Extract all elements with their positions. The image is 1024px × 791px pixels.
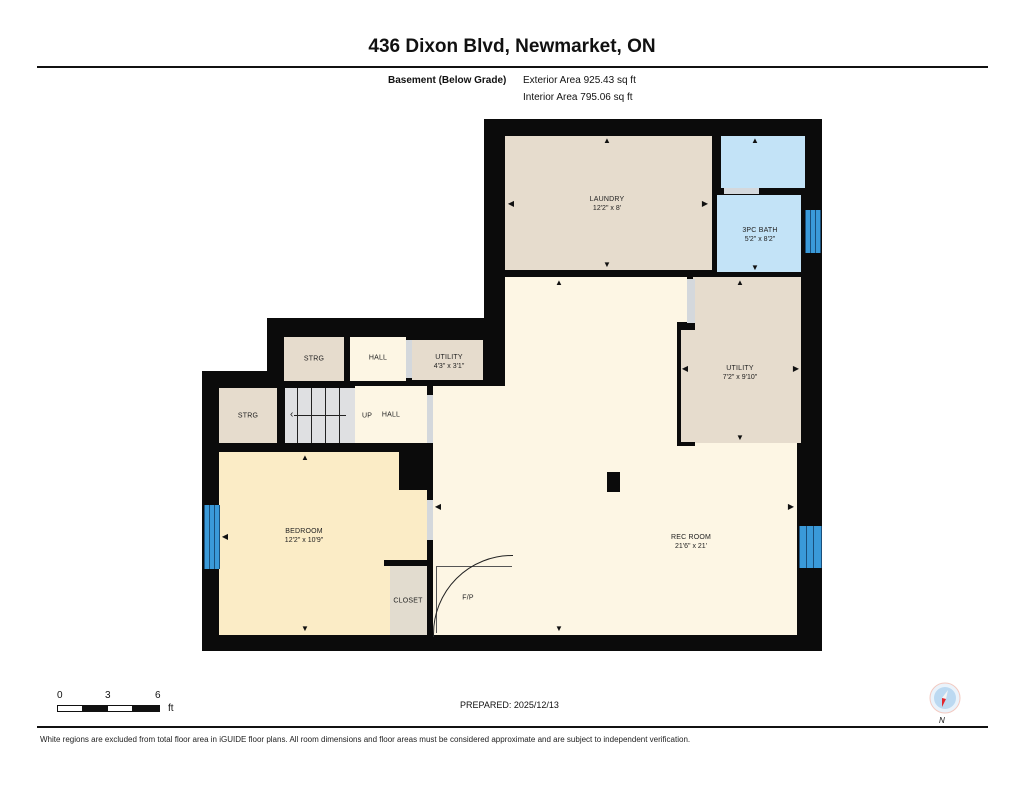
room-dims: 4'3" x 3'1": [433, 363, 465, 370]
dimension-arrow-icon: ◀: [681, 364, 689, 373]
room-dims: 12'2" x 8': [592, 205, 622, 212]
room-strg-top: [284, 337, 344, 381]
scale-unit: ft: [168, 703, 174, 714]
scale-tick: 0: [57, 690, 63, 701]
dimension-arrow-icon: ▲: [751, 136, 759, 145]
stair-direction-arrow: [294, 415, 346, 416]
window-bedroom: [204, 505, 220, 569]
dimension-arrow-icon: ▲: [736, 278, 744, 287]
room-laundry: [505, 136, 712, 270]
room-name: CLOSET: [393, 597, 423, 605]
utility-small-opening: [406, 340, 412, 378]
structural-column: [607, 472, 620, 492]
bath-inner-opening: [724, 188, 759, 194]
dimension-arrow-icon: ▶: [787, 502, 795, 511]
label-strg-top: STRG: [304, 355, 324, 364]
dimension-arrow-icon: ▼: [736, 433, 744, 442]
room-name: HALL: [368, 354, 388, 362]
bedroom-door-opening: [427, 500, 433, 540]
dimension-arrow-icon: ▶: [701, 199, 709, 208]
dimension-arrow-icon: ▼: [751, 263, 759, 272]
dimension-arrow-icon: ◀: [221, 532, 229, 541]
property-address-title: 436 Dixon Blvd, Newmarket, ON: [368, 36, 656, 57]
dimension-arrow-icon: ▶: [792, 364, 800, 373]
scale-segment: [82, 705, 108, 712]
scale-tick: 3: [105, 690, 111, 701]
scale-tick: 6: [155, 690, 161, 701]
scale-segment: [132, 705, 160, 712]
label-hall-top: HALL: [369, 354, 387, 363]
utility-door-opening: [687, 279, 695, 323]
label-strg-left: STRG: [238, 412, 258, 421]
label-hall-lower: HALL: [382, 411, 400, 420]
wall-closet-top: [384, 560, 433, 566]
dimension-arrow-icon: ▲: [603, 136, 611, 145]
window-bath: [805, 210, 821, 253]
label-utility-small: UTILITY 4'3" x 3'1": [434, 353, 465, 371]
scale-segment: [107, 705, 133, 712]
compass-north-icon: [929, 682, 961, 714]
label-utility-large: UTILITY 7'2" x 9'10": [723, 364, 758, 382]
room-hall-top: [350, 337, 406, 381]
interior-area: Interior Area 795.06 sq ft: [523, 92, 633, 103]
room-name: STRG: [237, 412, 259, 420]
room-name: UTILITY: [726, 365, 754, 372]
dimension-arrow-icon: ▼: [603, 260, 611, 269]
room-bath-shower: [721, 136, 805, 188]
window-rec-room: [799, 526, 822, 568]
header-divider: [37, 66, 988, 68]
room-name: LAUNDRY: [589, 196, 625, 203]
stair-arrowhead-icon: ‹: [290, 409, 294, 420]
floor-level-label: Basement (Below Grade): [388, 75, 507, 86]
utility-fill: [681, 330, 695, 442]
room-dims: 5'2" x 8'2": [744, 236, 776, 243]
room-dims: 12'2" x 10'9": [284, 537, 324, 544]
dimension-arrow-icon: ▼: [555, 624, 563, 633]
rec-room-fill: [687, 450, 797, 460]
label-closet: CLOSET: [393, 597, 422, 606]
room-name: 3PC BATH: [742, 227, 778, 234]
room-name: REC ROOM: [670, 534, 712, 541]
disclaimer-text: White regions are excluded from total fl…: [40, 735, 691, 744]
room-closet: [390, 566, 427, 635]
dimension-arrow-icon: ◀: [507, 199, 515, 208]
room-utility-large: [693, 277, 801, 443]
footer-divider: [37, 726, 988, 728]
exterior-area: Exterior Area 925.43 sq ft: [523, 75, 636, 86]
label-stairs-up: UP: [362, 412, 372, 421]
room-name: UTILITY: [435, 354, 463, 361]
room-hall-lower: [355, 386, 427, 443]
room-name: F/P: [462, 594, 474, 602]
room-name: BEDROOM: [285, 528, 323, 535]
room-utility-small: [412, 340, 483, 380]
room-dims: 21'6" x 21': [674, 543, 708, 550]
wall-bedroom-notch: [399, 450, 429, 490]
dimension-arrow-icon: ▲: [555, 278, 563, 287]
scale-segment: [57, 705, 83, 712]
compass-label: N: [939, 716, 945, 725]
dimension-arrow-icon: ▲: [301, 453, 309, 462]
room-3pc-bath: [717, 195, 801, 272]
room-strg-left: [219, 388, 277, 443]
dimension-arrow-icon: ◀: [434, 502, 442, 511]
dimension-arrow-icon: ▼: [301, 624, 309, 633]
room-name: HALL: [381, 411, 401, 419]
room-name: STRG: [303, 355, 325, 363]
label-rec-room: REC ROOM 21'6" x 21': [671, 533, 711, 551]
hall-opening: [427, 395, 433, 443]
label-3pc-bath: 3PC BATH 5'2" x 8'2": [742, 226, 777, 244]
stairs-up-label: UP: [361, 412, 373, 420]
label-fireplace: F/P: [462, 594, 474, 603]
room-dims: 7'2" x 9'10": [722, 374, 758, 381]
prepared-date: PREPARED: 2025/12/13: [460, 700, 559, 710]
label-laundry: LAUNDRY 12'2" x 8': [590, 195, 625, 213]
label-bedroom: BEDROOM 12'2" x 10'9": [285, 527, 323, 545]
